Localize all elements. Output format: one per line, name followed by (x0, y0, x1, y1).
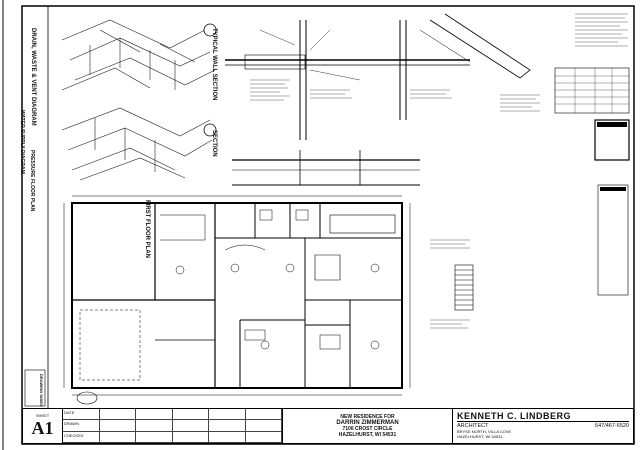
grid-cell: DATE (63, 409, 100, 421)
grid-cell (172, 420, 209, 432)
grid-cell (172, 409, 209, 421)
section-markers (203, 23, 217, 137)
sheet-number-label: SHEET (35, 413, 50, 418)
grid-cell (136, 420, 173, 432)
grid-cell (245, 431, 282, 443)
project-info: NEW RESIDENCE FOR DARRIN ZIMMERMAN 7106 … (283, 409, 453, 443)
legend-box (594, 119, 630, 161)
drawing-index-label: DRAWING INDEX (39, 374, 44, 407)
section-detail (232, 150, 420, 186)
plumbing-diagram-bottom (61, 107, 213, 181)
project-city: HAZELHURST, WI 54531 (338, 432, 397, 438)
architect-address-2: HAZELHURST, WI 54531 (457, 434, 503, 439)
grid-cell (245, 409, 282, 421)
project-line-1: NEW RESIDENCE FOR (340, 414, 395, 420)
grid-cell (209, 409, 246, 421)
section-title-1: TYPICAL WALL SECTION (211, 28, 217, 101)
left-title-1: DRAIN, WASTE & VENT DIAGRAM (30, 28, 36, 126)
schedule-table (554, 67, 630, 114)
plumbing-diagram-top (61, 19, 216, 91)
grid-cell: CHECKED (63, 431, 100, 443)
left-title-2: WATER SUPPLY DIAGRAM (19, 110, 25, 174)
project-address: 7106 CROST CIRCLE (342, 426, 393, 432)
architect-phone: 647/467-6520 (595, 423, 629, 429)
grid-cell (209, 431, 246, 443)
drawing-index-box (24, 369, 46, 407)
grid-cell (209, 420, 246, 432)
wall-section-detail (225, 13, 531, 140)
grid-cell (99, 420, 136, 432)
grid-cell (172, 431, 209, 443)
notes-box (597, 184, 629, 296)
sheet-border (21, 5, 635, 445)
architect-title: ARCHITECT (457, 423, 489, 429)
sheet-number: A1 (31, 418, 54, 438)
annotation-lines (250, 79, 540, 112)
north-arrow-icon (76, 391, 98, 405)
architect-info: KENNETH C. LINDBERG ARCHITECT 647/467-65… (453, 409, 633, 443)
grid-cell (136, 431, 173, 443)
floor-plan (63, 195, 411, 396)
architect-name: KENNETH C. LINDBERG (457, 411, 629, 422)
sheet-number-cell: SHEET A1 (23, 409, 63, 443)
plan-fixtures (175, 209, 380, 350)
grid-cell (99, 431, 136, 443)
title-block: SHEET A1 DATE DRAWN CHECKED NEW RESIDENC… (22, 408, 634, 444)
grid-cell (136, 409, 173, 421)
grid-cell (245, 420, 282, 432)
grid-cell: DRAWN (63, 420, 100, 432)
section-title-2: SECTION (211, 130, 217, 157)
revision-grid: DATE DRAWN CHECKED (63, 409, 283, 443)
grid-cell (99, 409, 136, 421)
floor-plan-title: FIRST FLOOR PLAN (144, 200, 150, 258)
client-name: DARRIN ZIMMERMAN (336, 420, 399, 426)
architect-address-1: BRYSE NORTH, VILLA COVE (457, 429, 512, 434)
left-title-3: PRESSURE FLOOR PLAN (29, 150, 35, 212)
general-notes (575, 13, 628, 47)
exterior-stair (454, 264, 474, 311)
